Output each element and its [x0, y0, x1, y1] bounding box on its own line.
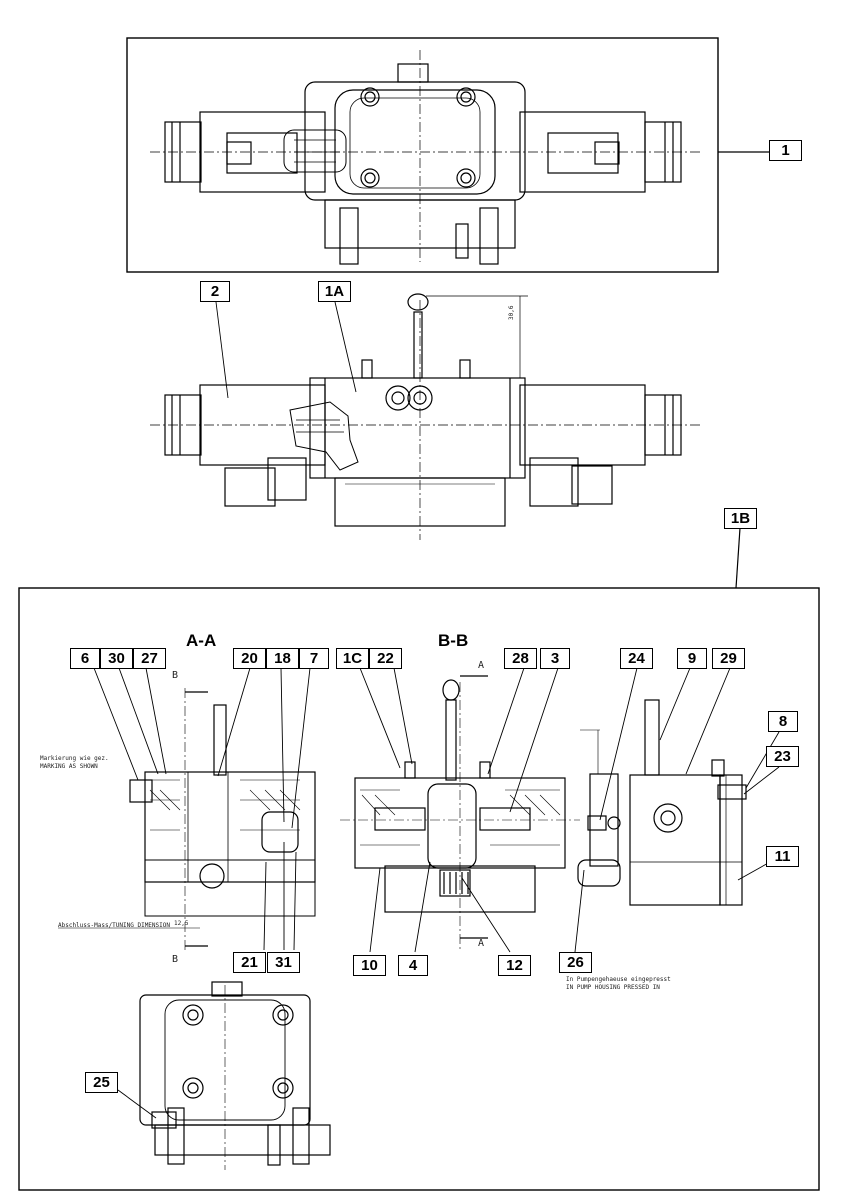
- section-title-a-a: A-A: [186, 631, 217, 650]
- callout-18: 18: [266, 648, 299, 669]
- callout-2: 2: [200, 281, 230, 302]
- callout-30: 30: [100, 648, 133, 669]
- callout-27: 27: [133, 648, 166, 669]
- callout-1c: 1C: [336, 648, 369, 669]
- section-a-a: [58, 667, 316, 951]
- bottom-view: [117, 981, 331, 1170]
- callout-10: 10: [353, 955, 386, 976]
- callout-4: 4: [398, 955, 428, 976]
- note-tuning-dimension: Abschluss-Mass/TUNING DIMENSION: [58, 922, 170, 929]
- callout-1b: 1B: [724, 508, 757, 529]
- callout-20: 20: [233, 648, 266, 669]
- callout-21: 21: [233, 952, 266, 973]
- dimension-a-a: 12,5: [174, 920, 189, 927]
- section-views-panel: [18, 587, 820, 1191]
- callout-28: 28: [504, 648, 537, 669]
- callout-22: 22: [369, 648, 402, 669]
- section-mark-b-bottom: B: [172, 954, 179, 965]
- callout-26: 26: [559, 952, 592, 973]
- callout-8: 8: [768, 711, 798, 732]
- callout-7: 7: [299, 648, 329, 669]
- section-mark-b-top: B: [172, 670, 179, 681]
- note-marking-de: Markierung wie gez.: [40, 755, 109, 762]
- callout-9: 9: [677, 648, 707, 669]
- section-b-b: [340, 667, 580, 953]
- note-pump-de: In Pumpengehaeuse eingepresst: [566, 976, 671, 983]
- valve-top-view: [126, 37, 770, 273]
- dimension-side-view: 30,6: [508, 305, 515, 320]
- callout-1: 1: [769, 140, 802, 161]
- callout-25: 25: [85, 1072, 118, 1093]
- note-pump-en: IN PUMP HOUSING PRESSED IN: [566, 984, 660, 991]
- callout-31: 31: [267, 952, 300, 973]
- callout-11: 11: [766, 846, 799, 867]
- note-marking-en: MARKING AS SHOWN: [40, 763, 98, 770]
- section-title-b-b: B-B: [438, 631, 469, 650]
- callout-12: 12: [498, 955, 531, 976]
- section-mark-a-bottom: A: [478, 938, 485, 949]
- callout-3: 3: [540, 648, 570, 669]
- callout-29: 29: [712, 648, 745, 669]
- callout-24: 24: [620, 648, 653, 669]
- callout-23: 23: [766, 746, 799, 767]
- section-side-view: [574, 667, 780, 953]
- section-mark-a-top: A: [478, 660, 485, 671]
- callout-1a: 1A: [318, 281, 351, 302]
- valve-side-view: [150, 293, 700, 540]
- callout-6: 6: [70, 648, 100, 669]
